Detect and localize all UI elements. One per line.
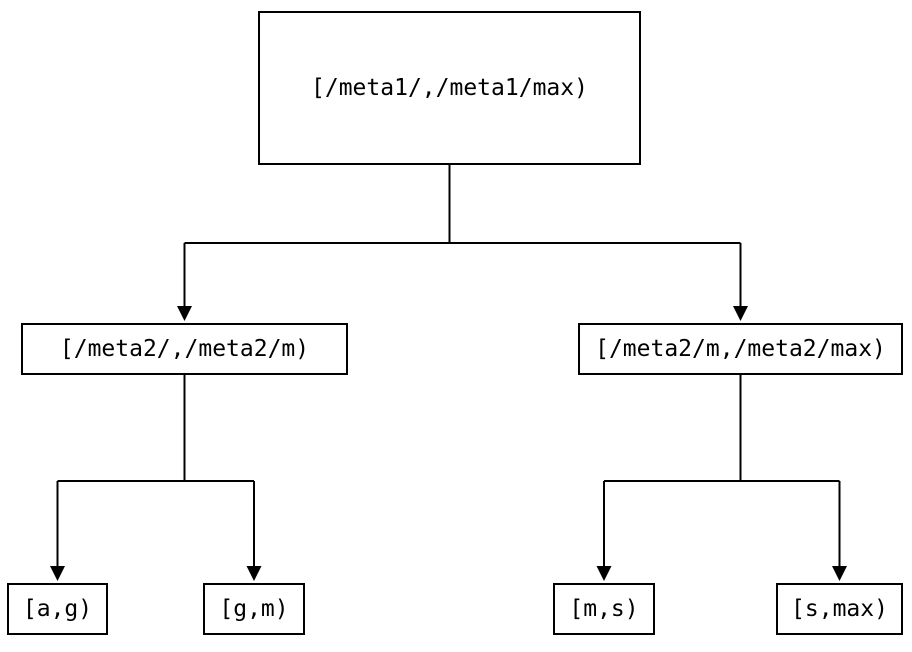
arrowhead-root-to-mid-right — [733, 306, 748, 321]
arrowhead-mid-right-to-leaf-4 — [832, 566, 847, 581]
node-leaf-g-m[interactable]: [g,m) — [203, 583, 305, 635]
node-mid-right-label: [/meta2/m,/meta2/max) — [595, 335, 886, 362]
arrowhead-mid-left-to-leaf-2 — [246, 566, 262, 581]
node-leaf-a-g[interactable]: [a,g) — [7, 583, 108, 635]
node-mid-left-label: [/meta2/,/meta2/m) — [59, 335, 310, 362]
node-leaf-s-max-label: [s,max) — [791, 595, 888, 622]
arrowhead-mid-left-to-leaf-1 — [50, 566, 65, 581]
node-leaf-m-s[interactable]: [m,s) — [553, 583, 655, 635]
node-mid-left[interactable]: [/meta2/,/meta2/m) — [21, 323, 348, 375]
node-leaf-s-max[interactable]: [s,max) — [776, 583, 903, 635]
arrowhead-mid-right-to-leaf-3 — [596, 566, 612, 581]
node-root-label: [/meta1/,/meta1/max) — [311, 74, 588, 101]
node-mid-right[interactable]: [/meta2/m,/meta2/max) — [578, 323, 903, 375]
arrowhead-root-to-mid-left — [177, 306, 192, 321]
node-leaf-m-s-label: [m,s) — [569, 595, 639, 622]
node-leaf-a-g-label: [a,g) — [22, 595, 93, 622]
node-leaf-g-m-label: [g,m) — [219, 595, 289, 622]
node-root[interactable]: [/meta1/,/meta1/max) — [258, 11, 641, 165]
